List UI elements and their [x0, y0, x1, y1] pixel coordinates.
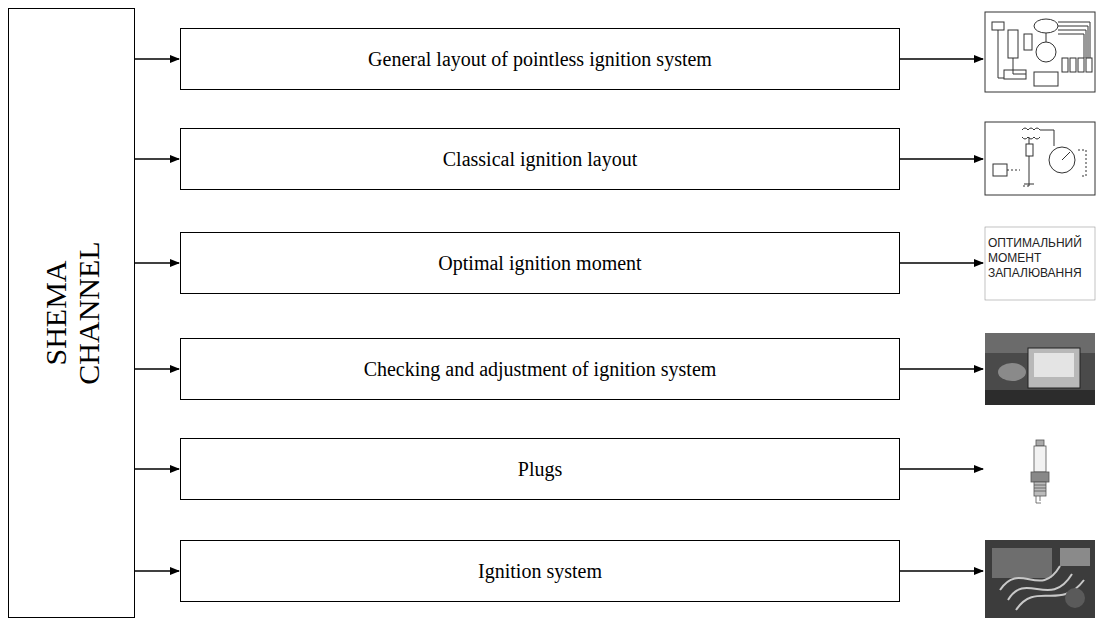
thumbnail-arrow	[900, 58, 983, 60]
plug-symbol	[1070, 58, 1076, 72]
photo-shade	[985, 390, 1095, 405]
thread-lines	[1034, 485, 1046, 491]
thumbnail-arrow	[900, 158, 983, 160]
hv-leads	[1058, 22, 1090, 58]
battery-symbol	[993, 164, 1007, 176]
wire	[998, 30, 1026, 78]
topic-text: Checking and adjustment of ignition syst…	[364, 357, 717, 381]
connector-arrow	[135, 158, 179, 160]
topic-box: Optimal ignition moment	[180, 232, 900, 294]
coil-winding	[1022, 128, 1040, 130]
topic-text: Classical ignition layout	[443, 147, 637, 171]
coil-symbol	[1008, 30, 1018, 58]
note-box	[1034, 72, 1058, 86]
topic-text: Ignition system	[478, 559, 602, 583]
plug-hex-nut	[1031, 472, 1049, 482]
topic-box: Plugs	[180, 438, 900, 500]
thumbnail-arrow	[900, 570, 983, 572]
thumbnail-arrow	[900, 262, 983, 264]
classical-ignition-thumbnail	[985, 122, 1095, 195]
topic-text: General layout of pointless ignition sys…	[368, 47, 712, 71]
thumbnail-arrow	[900, 368, 983, 370]
plug-thread	[1034, 482, 1046, 496]
distributor-cap	[1034, 19, 1058, 33]
wire	[1007, 150, 1086, 186]
plug-insulator	[1034, 446, 1046, 472]
engine-block	[992, 548, 1052, 578]
connector-arrow	[135, 468, 179, 470]
pointless-ignition-thumbnail	[985, 12, 1095, 92]
plug-symbol	[1062, 58, 1068, 72]
engine-part	[1060, 548, 1090, 566]
diagnostic-photo-thumbnail	[985, 333, 1095, 405]
ground-symbol	[1024, 184, 1034, 185]
engine-part	[1065, 588, 1085, 608]
plug-symbol	[1086, 58, 1092, 72]
thumbnail-frame	[985, 122, 1095, 195]
thumbnail-arrow	[900, 468, 983, 470]
hand	[998, 363, 1026, 381]
thumbnail-caption: ОПТИМАЛЬНИЙ МОМЕНТ ЗАПАЛЮВАННЯ	[988, 236, 1092, 281]
thumbnail-frame	[985, 227, 1095, 300]
resistor-symbol	[1026, 144, 1033, 156]
switch-symbol	[1024, 34, 1032, 50]
spark-plug-thumbnail	[985, 437, 1095, 505]
ignition-leads	[1000, 566, 1084, 610]
channel-box: SHEMA CHANNEL	[8, 8, 135, 618]
topic-text: Plugs	[518, 457, 562, 481]
topic-box: Checking and adjustment of ignition syst…	[180, 338, 900, 400]
connector-arrow	[135, 368, 179, 370]
plug-electrode	[1036, 496, 1041, 503]
topic-box: Ignition system	[180, 540, 900, 602]
topic-box: Classical ignition layout	[180, 128, 900, 190]
photo-ground	[985, 333, 1095, 405]
coil-winding	[1022, 137, 1040, 139]
thumbnail-arrows	[900, 59, 983, 571]
tester-screen	[1034, 353, 1074, 377]
plug-symbol	[1078, 58, 1084, 72]
wire	[1046, 33, 1047, 42]
connector-arrow	[135, 262, 179, 264]
tester-device	[1028, 348, 1080, 388]
engine-photo-thumbnail	[985, 540, 1095, 618]
wire	[1029, 130, 1054, 186]
connector-arrow	[135, 570, 179, 572]
topic-box: General layout of pointless ignition sys…	[180, 28, 900, 90]
battery-symbol	[992, 22, 1004, 30]
thumbnail-frame	[985, 437, 1095, 505]
plug-terminal	[1036, 440, 1044, 446]
topic-text: Optimal ignition moment	[438, 251, 641, 275]
connector-arrow	[135, 58, 179, 60]
rotor-disc	[1036, 42, 1056, 62]
channel-title: SHEMA CHANNEL	[39, 213, 105, 413]
thumbnail-frame	[985, 12, 1095, 92]
photo-ground	[985, 540, 1095, 618]
rotor-arm	[1062, 152, 1070, 160]
distributor-symbol	[1049, 147, 1075, 173]
